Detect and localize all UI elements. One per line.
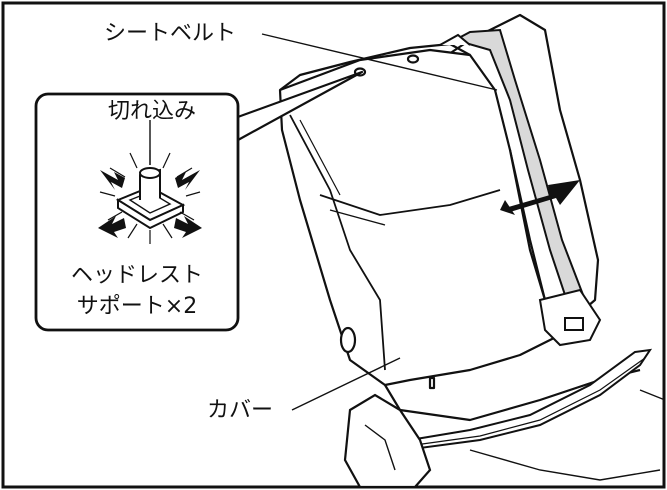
headrest-support-label-line1: ヘッドレスト xyxy=(71,263,203,288)
seatbelt-label: シートベルト xyxy=(104,21,236,46)
cover-label: カバー xyxy=(207,398,273,423)
seatbelt-leader-line xyxy=(261,33,498,91)
headrest-support-illustration xyxy=(99,150,201,244)
headrest-support-label-line2: サポート×2 xyxy=(77,294,197,319)
hand-shape xyxy=(343,393,432,489)
cover-flap xyxy=(407,348,666,481)
seatbelt-strap xyxy=(439,28,602,347)
cover-leader-line xyxy=(291,357,401,411)
press-arrow-icon xyxy=(98,170,202,238)
pull-arrow-icon xyxy=(500,180,580,215)
notch-label: 切れ込み xyxy=(108,99,196,124)
